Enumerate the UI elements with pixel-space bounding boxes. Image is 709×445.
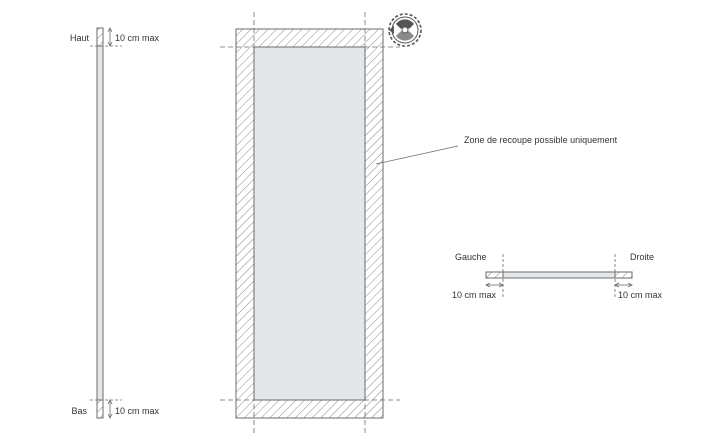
section-right-cut-zone	[614, 271, 633, 279]
section-right-arrow-l	[614, 282, 620, 288]
label-top: Haut	[70, 33, 90, 43]
cross-section: Gauche Droite 10 cm max 10 cm max	[452, 252, 663, 300]
profile-body	[96, 27, 104, 419]
label-right: Droite	[630, 252, 654, 262]
circular-saw-icon	[388, 13, 422, 47]
panel-front-view: Zone de recoupe possible uniquement	[220, 12, 618, 436]
section-body	[485, 271, 633, 279]
profile-top-cut-zone	[96, 27, 104, 47]
profile-top-arrow-up	[107, 27, 113, 33]
profile-bottom-arrow-down	[107, 413, 113, 419]
callout-leader	[375, 145, 459, 165]
label-top-measure: 10 cm max	[115, 33, 160, 43]
side-profile: Haut 10 cm max Bas 10 cm max	[70, 27, 160, 419]
profile-bottom-cut-zone	[96, 399, 104, 419]
label-left-measure: 10 cm max	[452, 290, 497, 300]
profile-bottom-arrow-up	[107, 399, 113, 405]
section-left-arrow-r	[498, 282, 504, 288]
label-bottom-measure: 10 cm max	[115, 406, 160, 416]
section-left-cut-zone	[485, 271, 504, 279]
section-left-arrow-l	[485, 282, 491, 288]
label-right-measure: 10 cm max	[618, 290, 663, 300]
section-right-arrow-r	[627, 282, 633, 288]
callout-text: Zone de recoupe possible uniquement	[464, 135, 618, 145]
panel-core	[253, 46, 366, 401]
label-left: Gauche	[455, 252, 487, 262]
profile-top-arrow-down	[107, 41, 113, 47]
label-bottom: Bas	[71, 406, 87, 416]
